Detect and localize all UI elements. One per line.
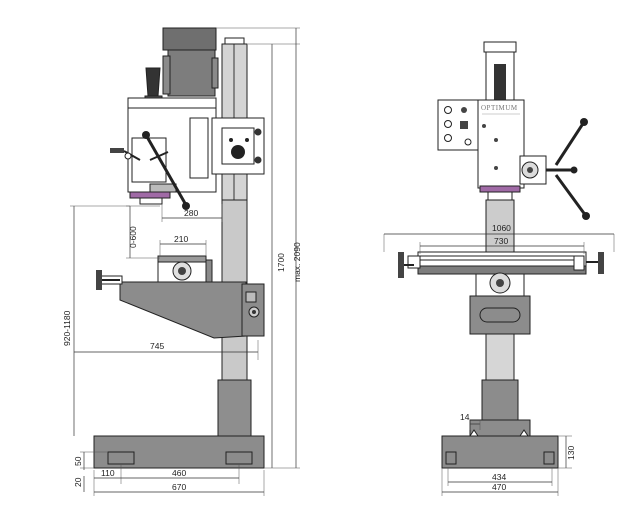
dim-0-600: 0-600	[128, 226, 138, 248]
work-table	[157, 255, 213, 283]
front-column	[481, 199, 519, 421]
side-dimensions	[70, 27, 300, 496]
dim-130: 130	[566, 446, 576, 460]
dim-460: 460	[172, 468, 186, 478]
dim-920-1180: 920-1180	[62, 310, 72, 346]
control-panel	[437, 99, 479, 151]
top-knob-icon	[144, 67, 163, 101]
dim-14: 14	[460, 412, 470, 422]
front-dimensions	[383, 233, 615, 496]
feed-lever-icon	[110, 131, 190, 210]
dim-110: 110	[101, 468, 115, 478]
dim-1060: 1060	[492, 223, 511, 233]
dim-210: 210	[174, 234, 188, 244]
dim-50: 50	[73, 456, 83, 466]
front-motor	[483, 41, 517, 101]
table-arm	[96, 270, 265, 339]
dim-20: 20	[73, 477, 83, 487]
column	[217, 37, 252, 437]
dim-670: 670	[172, 482, 186, 492]
brand-logo: OPTIMUM	[481, 104, 518, 112]
front-knee	[469, 272, 531, 335]
front-feed-lever-icon	[519, 118, 590, 220]
dim-max-2090: max. 2090	[292, 242, 302, 282]
dim-730: 730	[494, 236, 508, 246]
side-view: 280 0-600 210 920-1180 745 1700 max. 209…	[62, 27, 302, 496]
dim-1700: 1700	[276, 253, 286, 272]
dim-434: 434	[492, 472, 506, 482]
dim-745: 745	[150, 341, 164, 351]
front-base	[441, 419, 559, 469]
motor	[162, 27, 219, 97]
gear-head	[127, 97, 265, 205]
front-head: OPTIMUM	[477, 99, 525, 201]
base	[93, 435, 265, 469]
dim-470: 470	[492, 482, 506, 492]
dim-280: 280	[184, 208, 198, 218]
front-view: OPTIMUM	[383, 41, 615, 496]
